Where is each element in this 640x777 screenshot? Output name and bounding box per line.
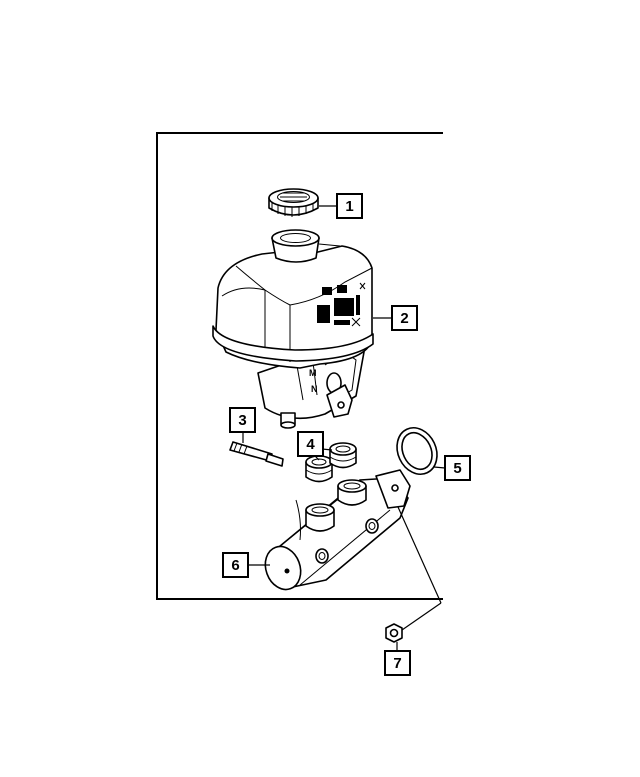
reservoir-cap-drawing [268,188,319,217]
svg-text:6: 6 [231,557,239,574]
callout-7: 7 [384,650,411,676]
callout-1: 1 [336,193,363,219]
svg-text:M: M [309,368,317,378]
svg-text:1: 1 [345,198,353,215]
assembly-frame [156,132,443,600]
callout-6: 6 [222,552,249,578]
reservoir-label [317,282,366,327]
seal-ring-drawing [396,427,438,475]
callout-4: 4 [297,431,324,457]
svg-text:N: N [311,384,318,394]
master-cylinder-drawing [264,469,411,591]
leader-lines [242,205,446,651]
reservoir-grommets-drawing [305,442,357,483]
callout-3: 3 [229,407,256,433]
svg-text:3: 3 [238,412,246,429]
callout-2: 2 [391,305,418,331]
svg-text:7: 7 [393,655,401,672]
svg-text:5: 5 [453,460,461,477]
nut-drawing [385,623,403,643]
retaining-pin-drawing [229,441,284,467]
fluid-reservoir-drawing: M N [212,229,374,429]
svg-text:4: 4 [306,436,315,453]
callout-5: 5 [444,455,471,481]
svg-text:2: 2 [400,310,408,327]
